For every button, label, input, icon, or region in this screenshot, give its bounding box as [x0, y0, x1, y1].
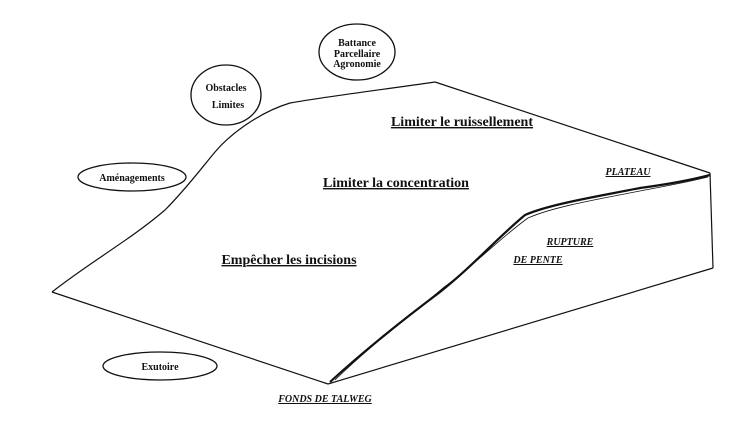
zone-ruissellement-label: Limiter le ruissellement [391, 115, 533, 130]
ridge-outline [51, 81, 436, 293]
zone-concentration-label: Limiter la concentration [323, 176, 469, 191]
obstacles-bubble [190, 64, 262, 126]
right-edge [709, 172, 714, 269]
rupture-label-1: RUPTURE [546, 237, 594, 248]
battance-line-2: Parcellaire [334, 49, 381, 60]
top-edge [434, 81, 711, 174]
rupture-label-2: DE PENTE [512, 255, 563, 266]
front-right-edge [327, 267, 714, 385]
zone-incisions-label: Empêcher les incisions [221, 253, 357, 268]
plateau-label: PLATEAU [605, 167, 651, 178]
amenagements-bubble [77, 162, 187, 192]
battance-bubble [318, 23, 396, 81]
obstacles-line-2: Limites [212, 100, 244, 111]
battance-line-3: Agronomie [333, 59, 381, 70]
exutoire-bubble [102, 351, 218, 381]
obstacles-line-1: Obstacles [205, 83, 246, 94]
battance-line-1: Battance [338, 38, 376, 49]
talweg-label: FONDS DE TALWEG [277, 394, 372, 405]
amenagements-label: Aménagements [99, 173, 165, 184]
front-left-edge [51, 291, 329, 385]
talweg-profile-shadow [334, 176, 709, 381]
exutoire-label: Exutoire [141, 362, 179, 373]
talweg-profile [329, 173, 711, 383]
